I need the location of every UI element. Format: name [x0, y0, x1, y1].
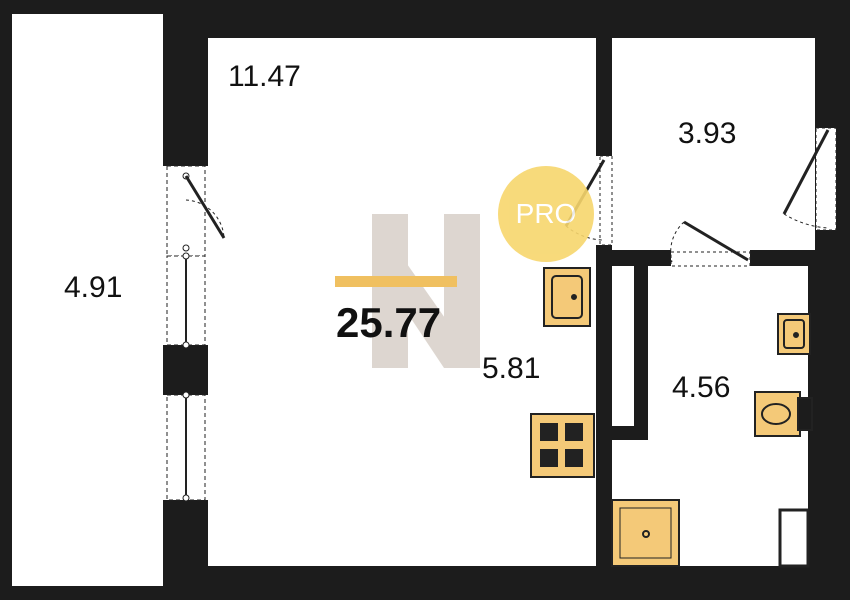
- shower-icon: [611, 499, 680, 567]
- bathroom-corridor: [612, 266, 634, 426]
- stove-icon: [530, 413, 595, 478]
- sink-icon: [543, 267, 591, 327]
- door-swing-icon: [184, 127, 837, 267]
- total-area-bar: [335, 276, 457, 287]
- logo-watermark-icon: [372, 214, 480, 368]
- washing-machine: [778, 508, 810, 568]
- window-icon: [166, 165, 206, 502]
- partition-vertical-upper: [596, 38, 612, 156]
- room-area-bathroom: 4.56: [672, 371, 731, 404]
- partition-horizontal-right: [750, 250, 820, 266]
- balcony-bottom-wall: [0, 586, 163, 600]
- pro-badge: PRO: [498, 166, 594, 262]
- balcony-wall-upper: [163, 14, 208, 166]
- toilet-icon: [754, 391, 813, 437]
- partition-horizontal: [596, 250, 671, 266]
- balcony-top-strip: [0, 0, 205, 14]
- total-area: 25.77: [336, 299, 442, 346]
- outer-wall-right: [815, 0, 850, 600]
- outer-wall-left: [0, 0, 12, 600]
- balcony-wall-middle: [163, 345, 208, 395]
- balcony-wall-lower: [163, 500, 208, 600]
- storage-floor: [612, 38, 815, 250]
- bath-sink-icon: [777, 313, 811, 355]
- room-area-balcony: 4.91: [64, 271, 123, 304]
- room-area-kitchen: 5.81: [482, 352, 541, 385]
- room-area-main: 11.47: [228, 60, 301, 93]
- balcony-floor: [12, 14, 163, 586]
- room-area-storage: 3.93: [678, 117, 737, 150]
